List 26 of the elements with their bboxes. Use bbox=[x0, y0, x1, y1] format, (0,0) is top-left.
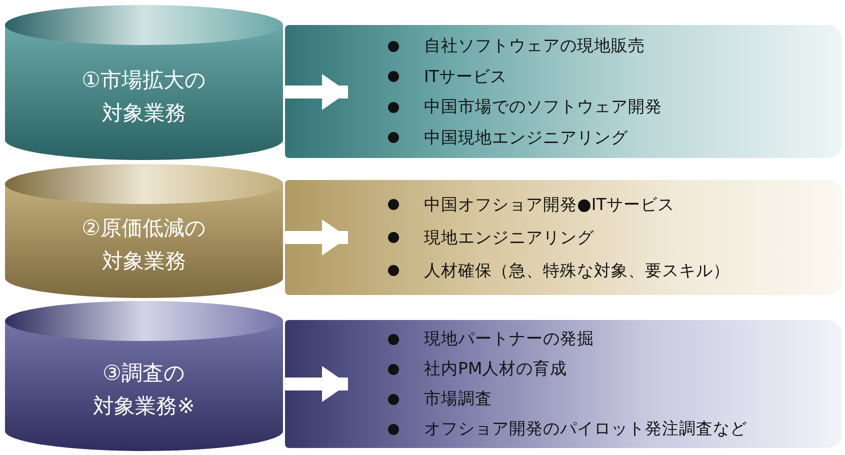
gradient-panel bbox=[285, 180, 842, 295]
cylinder-label: ③調査の bbox=[102, 360, 186, 388]
list-item: 社内PM人材の育成 bbox=[424, 358, 568, 380]
cylinder-label: ①市場拡大の bbox=[82, 66, 206, 94]
gradient-panel bbox=[285, 25, 842, 158]
cylinder-label: 対象業務 bbox=[102, 100, 186, 126]
cylinder bbox=[5, 5, 283, 160]
arrow bbox=[283, 74, 348, 110]
list-item: 現地エンジニアリング bbox=[424, 226, 594, 248]
gradient-panel bbox=[285, 320, 842, 448]
arrow bbox=[283, 366, 348, 402]
list-item: ITサービス bbox=[424, 66, 507, 88]
cylinder-label: 対象業務 bbox=[102, 248, 186, 275]
list-item: 現地パートナーの発掘 bbox=[424, 328, 594, 350]
cylinder-label: 対象業務※ bbox=[93, 393, 195, 420]
list-item: 人材確保（急、特殊な対象、要スキル） bbox=[424, 260, 730, 282]
arrow bbox=[283, 220, 348, 256]
list-item: 中国現地エンジニアリング bbox=[424, 126, 628, 149]
cylinder bbox=[5, 164, 283, 298]
list-item: 中国オフショア開発●ITサービス bbox=[424, 194, 674, 216]
list-item: オフショア開発のパイロット発注調査など bbox=[424, 418, 747, 440]
list-item: 自社ソフトウェアの現地販売 bbox=[424, 35, 645, 58]
cylinder-label: ②原価低減の bbox=[82, 215, 206, 242]
list-item: 市場調査 bbox=[424, 388, 492, 410]
list-item: 中国市場でのソフトウェア開発 bbox=[424, 96, 662, 118]
cylinder bbox=[5, 301, 283, 451]
